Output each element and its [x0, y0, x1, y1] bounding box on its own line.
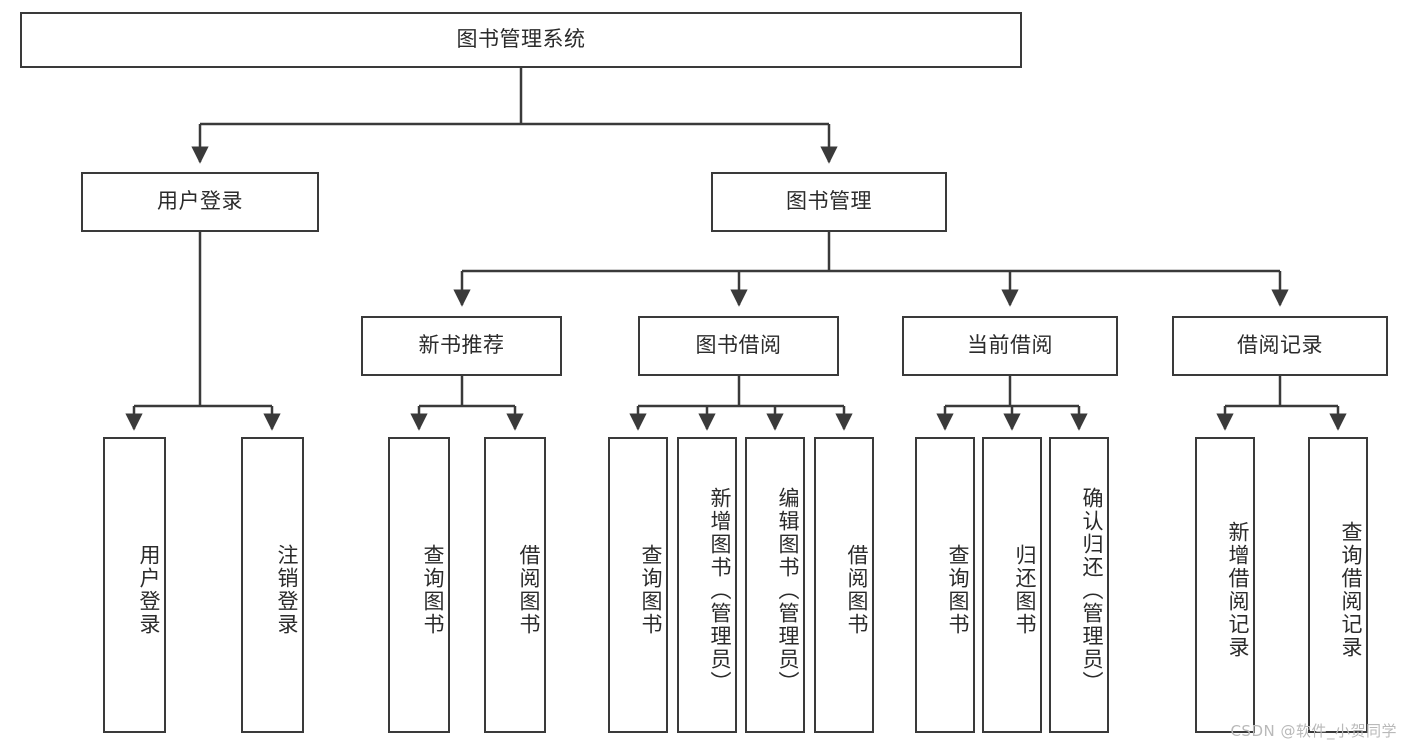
node-current-borrow[interactable]: 当前借阅: [902, 316, 1118, 376]
node-book-management[interactable]: 图书管理: [711, 172, 947, 232]
leaf-borrow-query-book-label: 查询图书: [639, 544, 663, 636]
node-user-login-label: 用户登录: [157, 189, 243, 214]
leaf-record-add[interactable]: 新增借阅记录: [1195, 437, 1255, 733]
leaf-borrow-query-book[interactable]: 查询图书: [608, 437, 668, 733]
leaf-recommend-borrow-book-label: 借阅图书: [517, 544, 541, 636]
leaf-record-query[interactable]: 查询借阅记录: [1308, 437, 1368, 733]
leaf-logout[interactable]: 注销登录: [241, 437, 304, 733]
leaf-recommend-query-book-label: 查询图书: [421, 544, 445, 636]
watermark-text: CSDN @软件_小贺同学: [1230, 722, 1397, 740]
leaf-current-query-book[interactable]: 查询图书: [915, 437, 975, 733]
leaf-borrow-add-book-admin-label: 新增图书（管理员）: [708, 486, 732, 694]
node-user-login[interactable]: 用户登录: [81, 172, 319, 232]
leaf-current-confirm-return-admin[interactable]: 确认归还（管理员）: [1049, 437, 1109, 733]
node-book-management-label: 图书管理: [786, 189, 872, 214]
node-root[interactable]: 图书管理系统: [20, 12, 1022, 68]
leaf-record-add-label: 新增借阅记录: [1226, 521, 1250, 659]
leaf-user-login[interactable]: 用户登录: [103, 437, 166, 733]
leaf-current-return-book-label: 归还图书: [1013, 544, 1037, 636]
leaf-recommend-query-book[interactable]: 查询图书: [388, 437, 450, 733]
leaf-borrow-add-book-admin[interactable]: 新增图书（管理员）: [677, 437, 737, 733]
leaf-logout-label: 注销登录: [275, 544, 299, 636]
node-borrow-record-label: 借阅记录: [1237, 333, 1323, 358]
node-root-label: 图书管理系统: [456, 27, 586, 52]
leaf-user-login-label: 用户登录: [137, 544, 161, 636]
leaf-borrow-edit-book-admin-label: 编辑图书（管理员）: [776, 486, 800, 694]
node-new-book-recommend[interactable]: 新书推荐: [361, 316, 562, 376]
leaf-current-return-book[interactable]: 归还图书: [982, 437, 1042, 733]
node-book-borrow[interactable]: 图书借阅: [638, 316, 839, 376]
node-current-borrow-label: 当前借阅: [967, 333, 1053, 358]
leaf-current-confirm-return-admin-label: 确认归还（管理员）: [1080, 486, 1104, 694]
leaf-recommend-borrow-book[interactable]: 借阅图书: [484, 437, 546, 733]
node-new-book-recommend-label: 新书推荐: [418, 333, 505, 358]
leaf-borrow-borrow-book-label: 借阅图书: [845, 544, 869, 636]
leaf-record-query-label: 查询借阅记录: [1339, 521, 1363, 659]
leaf-borrow-edit-book-admin[interactable]: 编辑图书（管理员）: [745, 437, 805, 733]
leaf-borrow-borrow-book[interactable]: 借阅图书: [814, 437, 874, 733]
node-book-borrow-label: 图书借阅: [695, 333, 782, 358]
leaf-current-query-book-label: 查询图书: [946, 544, 970, 636]
node-borrow-record[interactable]: 借阅记录: [1172, 316, 1388, 376]
